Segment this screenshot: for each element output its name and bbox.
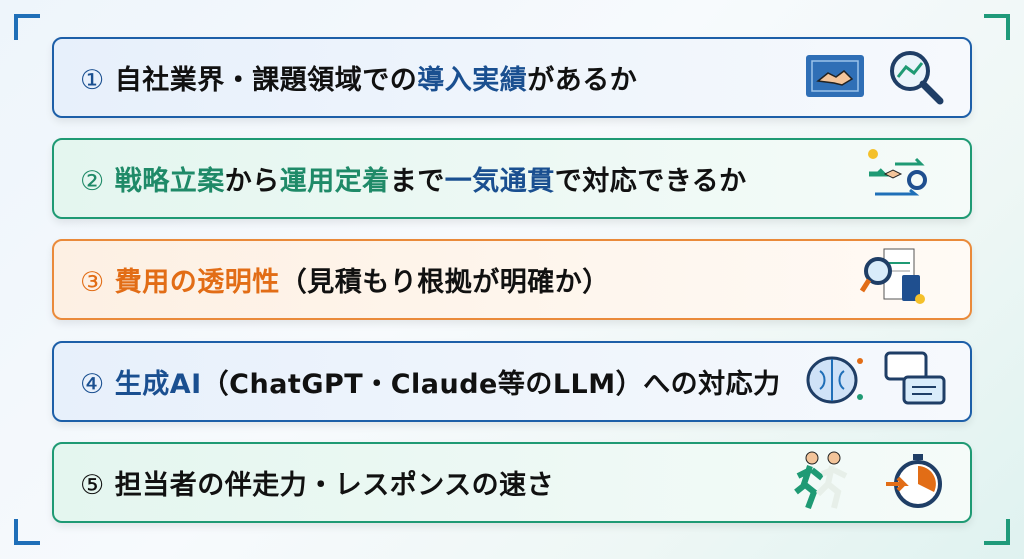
title-segment: （見積もり根拠が明確か） — [279, 267, 610, 298]
corner-bracket — [14, 519, 40, 545]
stopwatch-icon — [882, 448, 948, 518]
criteria-number: ① — [80, 65, 105, 96]
criteria-card-4: ④ 生成AI（ChatGPT・Claude等のLLM）への対応力 — [52, 341, 972, 422]
corner-bracket — [14, 14, 40, 40]
criteria-title: ② 戦略立案から運用定着まで一気通貫で対応できるか — [80, 159, 747, 198]
title-segment: で対応できるか — [554, 166, 747, 197]
criteria-title: ③ 費用の透明性（見積もり根拠が明確か） — [80, 260, 610, 299]
title-segment: 費用の透明性 — [114, 267, 280, 298]
title-segment: 自社業界・課題領域での — [114, 65, 418, 96]
criteria-card-1: ① 自社業界・課題領域での導入実績があるか — [52, 37, 972, 118]
corner-bracket — [984, 14, 1010, 40]
title-segment: 生成AI — [114, 369, 202, 400]
icon-group — [848, 146, 948, 212]
magnifier-chart-icon — [882, 43, 948, 113]
title-segment: （ChatGPT・Claude等のLLM）への対応力 — [201, 369, 781, 400]
ai-brain-icon — [802, 347, 868, 417]
quote-calculator-icon — [838, 245, 948, 315]
criteria-card-2: ② 戦略立案から運用定着まで一気通貫で対応できるか — [52, 138, 972, 219]
criteria-number: ② — [80, 166, 105, 197]
chat-bubbles-icon — [882, 347, 948, 417]
title-segment: 担当者の伴走力・レスポンスの速さ — [114, 470, 555, 501]
icon-group — [838, 247, 948, 313]
title-segment: 一気通貫 — [444, 166, 555, 197]
runners-icon — [778, 448, 868, 518]
title-segment: 戦略立案 — [114, 166, 225, 197]
icon-group — [802, 45, 948, 111]
criteria-number: ③ — [80, 267, 105, 298]
handshake-blueprint-icon — [802, 43, 868, 113]
title-segment: 運用定着 — [279, 166, 390, 197]
title-segment: から — [224, 166, 280, 197]
corner-bracket — [984, 519, 1010, 545]
icon-group — [778, 450, 948, 516]
title-segment: があるか — [527, 65, 638, 96]
title-segment: 導入実績 — [417, 65, 528, 96]
criteria-number: ④ — [80, 369, 105, 400]
process-flow-icon — [848, 144, 948, 214]
criteria-title: ④ 生成AI（ChatGPT・Claude等のLLM）への対応力 — [80, 362, 781, 401]
criteria-title: ⑤ 担当者の伴走力・レスポンスの速さ — [80, 463, 554, 502]
criteria-title: ① 自社業界・課題領域での導入実績があるか — [80, 58, 637, 97]
icon-group — [802, 349, 948, 415]
title-segment: まで — [389, 166, 445, 197]
criteria-number: ⑤ — [80, 470, 105, 501]
criteria-card-5: ⑤ 担当者の伴走力・レスポンスの速さ — [52, 442, 972, 523]
criteria-card-3: ③ 費用の透明性（見積もり根拠が明確か） — [52, 239, 972, 320]
